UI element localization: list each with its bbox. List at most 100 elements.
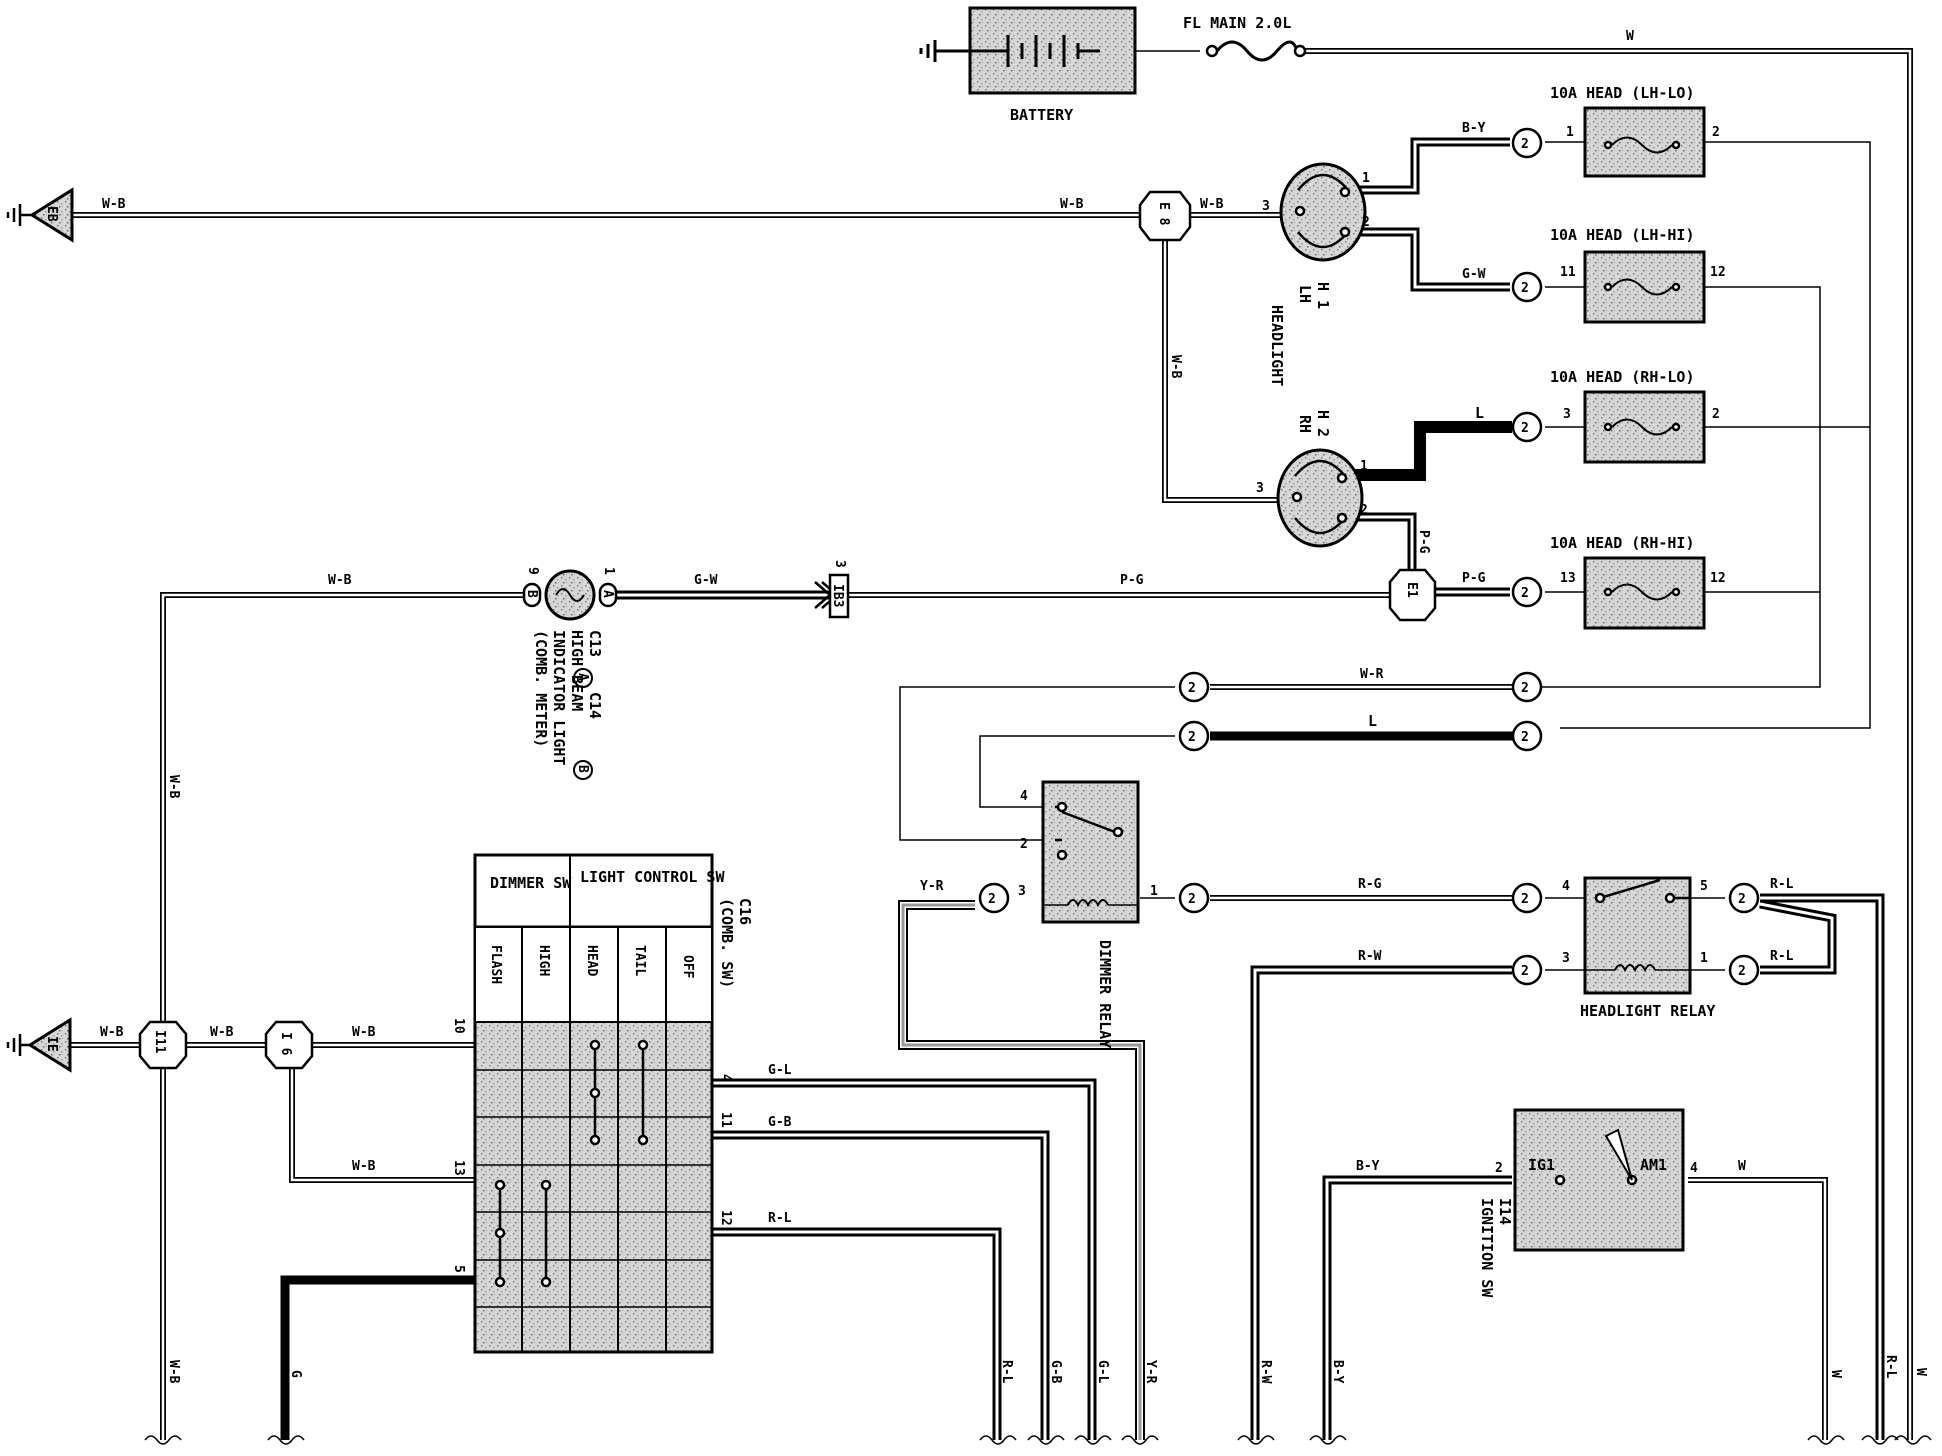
connector: 2 bbox=[1178, 720, 1210, 752]
fuse-label: 10A HEAD (RH-HI) bbox=[1550, 534, 1695, 552]
svg-text:2: 2 bbox=[1738, 964, 1746, 979]
fuse-pin: 2 bbox=[1712, 125, 1720, 140]
wire-label: W-B bbox=[210, 1025, 234, 1040]
connector: 2 bbox=[1511, 576, 1543, 608]
headlight-lh-id: H 1 bbox=[1314, 282, 1332, 309]
wire-label: W-B bbox=[1200, 197, 1224, 212]
connector: 2 bbox=[1728, 954, 1760, 986]
wire-label: P-G bbox=[1416, 530, 1431, 554]
indicator-ref: C14 bbox=[586, 692, 604, 719]
wire-g bbox=[280, 1275, 475, 1440]
wire-label: R-W bbox=[1258, 1360, 1273, 1384]
connector: 2 bbox=[1511, 882, 1543, 914]
relay-pin: 3 bbox=[1562, 951, 1570, 966]
fuse-pin: 12 bbox=[1710, 571, 1726, 586]
relay-pin: 5 bbox=[1700, 879, 1708, 894]
connector: 2 bbox=[1511, 127, 1543, 159]
wire-label: B-Y bbox=[1462, 121, 1486, 136]
junction-label: E 8 bbox=[1156, 202, 1171, 226]
wire-label: Y-R bbox=[1143, 1360, 1158, 1384]
headlight-rh: 3 1 2 H 2 RH bbox=[1256, 410, 1368, 548]
wire-wb-indicator bbox=[160, 592, 525, 1440]
ref-badge: A bbox=[575, 673, 590, 681]
switch-pin: 11 bbox=[718, 1112, 733, 1128]
wire-label: W bbox=[1738, 1159, 1746, 1174]
relay-pin: 1 bbox=[1150, 884, 1158, 899]
wire-label: B-Y bbox=[1330, 1360, 1345, 1384]
connector: 2 bbox=[1511, 720, 1543, 752]
combination-switch: DIMMER SW LIGHT CONTROL SW FLASH HIGH HE… bbox=[451, 853, 754, 1354]
junction-label: E1 bbox=[1404, 582, 1419, 598]
pin-label: 3 bbox=[1256, 481, 1264, 496]
headlight-relay: 4 3 5 1 HEADLIGHT RELAY bbox=[1562, 876, 1715, 1020]
switch-column-label: HEAD bbox=[584, 945, 599, 976]
svg-text:2: 2 bbox=[1521, 730, 1529, 745]
pin-badge: B bbox=[524, 590, 539, 598]
switch-name: (COMB. SW) bbox=[718, 898, 736, 988]
indicator-label: INDICATOR LIGHT bbox=[550, 630, 568, 765]
svg-text:2: 2 bbox=[988, 892, 996, 907]
svg-text:2: 2 bbox=[1521, 681, 1529, 696]
fuse-pin: 13 bbox=[1560, 571, 1576, 586]
wire-label: R-L bbox=[999, 1360, 1014, 1384]
dimmer-relay: 4 2 3 1 DIMMER RELAY bbox=[1018, 780, 1158, 1048]
pin-label: 9 bbox=[525, 567, 540, 575]
relay-pin: 1 bbox=[1700, 951, 1708, 966]
wire-lh-hi-supply bbox=[1540, 286, 1821, 688]
high-beam-indicator: B A 9 1 C13 A C14 B HIGH BEAM INDICATOR … bbox=[522, 567, 618, 780]
ignition-ref: I14 bbox=[1496, 1198, 1514, 1225]
svg-text:2: 2 bbox=[1521, 586, 1529, 601]
fuse-pin: 2 bbox=[1712, 407, 1720, 422]
junction-e1: E1 bbox=[1388, 568, 1437, 622]
junction-i6: I 6 bbox=[264, 1020, 314, 1070]
ignition-switch: IG1 AM1 2 4 I14 IGNITION SW bbox=[1478, 1108, 1698, 1298]
wire-label: R-W bbox=[1358, 949, 1382, 964]
wire-label-w-top: W bbox=[1626, 29, 1634, 44]
ground-icon bbox=[6, 204, 32, 226]
switch-column-label: FLASH bbox=[488, 945, 503, 984]
fusible-link-label: FL MAIN 2.0L bbox=[1183, 14, 1291, 32]
switch-pin: 4 bbox=[718, 1074, 733, 1082]
ig1-label: IG1 bbox=[1528, 1156, 1555, 1174]
wire-label: R-L bbox=[1770, 949, 1794, 964]
light-control-header: LIGHT CONTROL SW bbox=[580, 868, 725, 886]
junction-i11: I11 bbox=[138, 1020, 188, 1070]
wire-gw-lh bbox=[1360, 227, 1510, 292]
wire-label: W bbox=[1828, 1370, 1843, 1378]
ignition-pin: 2 bbox=[1495, 1161, 1503, 1176]
wire-label: W-B bbox=[1168, 355, 1183, 379]
connector: 2 bbox=[1511, 671, 1543, 703]
switch-pin: 13 bbox=[451, 1160, 466, 1176]
headlight-title: HEADLIGHT bbox=[1268, 305, 1286, 386]
junction-label: I 6 bbox=[278, 1032, 293, 1056]
wire-layer bbox=[70, 48, 1932, 1445]
wire-rw bbox=[1250, 965, 1512, 1440]
ignition-pin: 4 bbox=[1690, 1161, 1698, 1176]
wire-label: W-B bbox=[1060, 197, 1084, 212]
relay-pin: 4 bbox=[1020, 789, 1028, 804]
wire-label: Y-R bbox=[920, 879, 944, 894]
svg-text:2: 2 bbox=[1521, 281, 1529, 296]
wire-rl-relay bbox=[1760, 893, 1885, 1440]
ground-icon bbox=[6, 1034, 30, 1056]
wire-label: B-Y bbox=[1356, 1159, 1380, 1174]
wire-l-rh bbox=[1355, 421, 1512, 481]
svg-text:2: 2 bbox=[1188, 892, 1196, 907]
fuse-label: 10A HEAD (LH-LO) bbox=[1550, 84, 1695, 102]
wire-label: R-L bbox=[1770, 877, 1794, 892]
fuse-lh-hi: 10A HEAD (LH-HI) 11 12 bbox=[1550, 226, 1726, 324]
fuse-label: 10A HEAD (RH-LO) bbox=[1550, 368, 1695, 386]
svg-text:2: 2 bbox=[1521, 964, 1529, 979]
connector: 2 bbox=[978, 882, 1010, 914]
svg-text:2: 2 bbox=[1738, 892, 1746, 907]
indicator-label: (COMB. METER) bbox=[532, 630, 550, 747]
switch-column-label: HIGH bbox=[536, 945, 551, 976]
wire-label: L bbox=[1368, 712, 1377, 730]
wire-label: W-B bbox=[328, 573, 352, 588]
switch-ref: C16 bbox=[736, 898, 754, 925]
wire-label: W-B bbox=[352, 1025, 376, 1040]
svg-text:2: 2 bbox=[1521, 421, 1529, 436]
wire-label: R-L bbox=[1883, 1355, 1898, 1379]
battery-label: BATTERY bbox=[1010, 106, 1073, 124]
